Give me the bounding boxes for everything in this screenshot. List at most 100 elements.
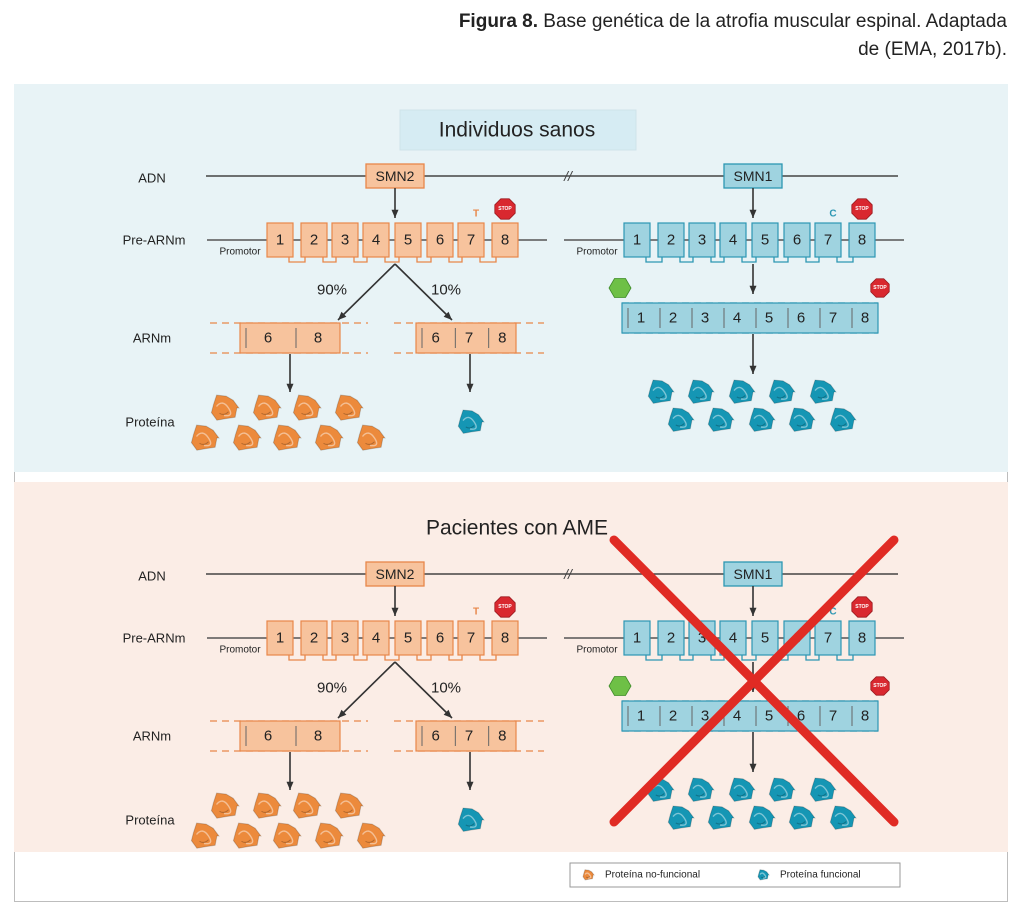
protein-functional xyxy=(707,805,735,830)
smn2-mrna-10-exon-label: 8 xyxy=(498,728,506,745)
protein-body xyxy=(457,409,485,434)
protein-fold xyxy=(736,793,746,797)
smn1-mrna-stop-icon-text: STOP xyxy=(873,285,887,291)
protein-body xyxy=(768,379,796,404)
smn1-pre-stop-icon-text: STOP xyxy=(855,604,869,610)
smn1-arrow-head xyxy=(749,607,757,616)
protein-fold xyxy=(241,839,251,843)
smn1-pre-exon-2 xyxy=(657,222,685,258)
panel-patients: Pacientes con AMEADNPre-ARNmARNmProteína… xyxy=(14,482,1008,852)
protein-body xyxy=(768,777,796,802)
protein-body xyxy=(356,822,386,849)
protein-nonfunctional xyxy=(334,792,364,819)
smn1-pre-exon-8 xyxy=(848,222,876,258)
translation-arrow-90-head xyxy=(286,781,294,790)
smn2-pre-stop-icon xyxy=(494,596,516,618)
protein-body xyxy=(829,805,857,830)
row-label-arnm: ARNm xyxy=(133,729,171,744)
protein-fold xyxy=(814,386,829,400)
protein-body xyxy=(687,777,715,802)
smn1-mrna-exon-label: 8 xyxy=(861,708,869,725)
smn1-pre-exon-1 xyxy=(623,620,651,656)
protein-fold xyxy=(465,823,475,827)
protein-fold xyxy=(796,423,806,427)
protein-fold xyxy=(261,411,271,415)
protein-fold xyxy=(655,395,665,399)
protein-body xyxy=(334,792,364,819)
protein-functional xyxy=(667,407,695,432)
protein-functional xyxy=(728,379,756,404)
protein-fold xyxy=(195,432,212,447)
row-label-proteina: Proteína xyxy=(125,415,175,430)
protein-functional xyxy=(707,407,735,432)
translation-arrow-smn1-head xyxy=(749,763,757,772)
smn2-mrna-90-strip xyxy=(239,322,341,354)
protein-nonfunctional xyxy=(190,424,220,451)
protein-fold xyxy=(323,839,333,843)
protein-functional xyxy=(728,777,756,802)
protein-fold xyxy=(343,809,353,813)
protein-body xyxy=(829,407,857,432)
protein-body xyxy=(292,394,322,421)
protein-fold xyxy=(837,423,847,427)
smn1-mrna-exon-label: 7 xyxy=(829,708,837,725)
smn1-pre-exon-label: 3 xyxy=(698,630,706,647)
protein-fold xyxy=(695,793,705,797)
protein-fold xyxy=(675,821,685,825)
smn1-pre-exon-label: 8 xyxy=(858,232,866,249)
protein-body xyxy=(356,424,386,451)
protein-functional xyxy=(788,805,816,830)
protein-nonfunctional xyxy=(334,394,364,421)
smn1-box xyxy=(723,561,783,587)
smn2-pre-exon-label: 6 xyxy=(436,232,444,249)
protein-functional xyxy=(748,407,776,432)
smn2-mrna-90-exon-label: 6 xyxy=(264,728,272,745)
smn1-pre-exon-1 xyxy=(623,222,651,258)
legend-functional-swatch xyxy=(757,869,770,881)
smn1-pre-stop-icon xyxy=(851,596,873,618)
protein-fold xyxy=(319,830,336,845)
smn2-mrna-10-exon-label: 7 xyxy=(465,330,473,347)
smn1-pre-exon-5 xyxy=(751,620,779,656)
protein-fold xyxy=(672,812,687,826)
smn2-pre-base-letter: T xyxy=(473,209,479,220)
protein-functional xyxy=(768,379,796,404)
protein-fold xyxy=(343,411,353,415)
protein-body xyxy=(190,822,220,849)
smn2-pre-exon-2 xyxy=(300,222,328,258)
smn1-pre-exon-label: 1 xyxy=(633,630,641,647)
protein-body xyxy=(457,807,485,832)
smn2-pre-exon-7 xyxy=(457,620,485,656)
smn1-mrna-exon-label: 7 xyxy=(829,310,837,327)
smn1-mrna-exon-label: 2 xyxy=(669,310,677,327)
protein-body xyxy=(707,407,735,432)
split-arrow-10-head xyxy=(443,709,452,718)
smn2-pre-exon-label: 1 xyxy=(276,232,284,249)
smn1-pre-exon-label: 7 xyxy=(824,232,832,249)
smn1-mrna-stop-icon xyxy=(870,278,890,298)
smn2-pre-exon-5 xyxy=(394,620,422,656)
smn1-pre-exon-7 xyxy=(814,222,842,258)
protein-fold xyxy=(257,402,274,417)
figure-caption-text: Base genética de la atrofia muscular esp… xyxy=(543,11,1007,60)
smn1-mrna-stop-icon xyxy=(870,676,890,696)
protein-body xyxy=(748,805,776,830)
protein-fold xyxy=(584,872,592,879)
protein-fold xyxy=(655,793,665,797)
smn1-arrow-head xyxy=(749,209,757,218)
smn2-pre-exon-label: 6 xyxy=(436,630,444,647)
smn1-mrna-exon-label: 6 xyxy=(797,708,805,725)
pct-90: 90% xyxy=(317,680,347,697)
smn1-pre-base-letter: C xyxy=(829,209,836,220)
protein-functional-smn2 xyxy=(457,409,485,434)
smn1-pre-exon-label: 8 xyxy=(858,630,866,647)
protein-fold xyxy=(756,821,766,825)
protein-functional xyxy=(687,777,715,802)
smn2-label: SMN2 xyxy=(376,168,415,184)
smn2-box xyxy=(365,163,425,189)
protein-fold xyxy=(760,876,766,879)
smn1-pre-exon-label: 2 xyxy=(667,630,675,647)
protein-fold xyxy=(773,784,788,798)
protein-fold xyxy=(776,395,786,399)
smn2-pre-exon-label: 3 xyxy=(341,630,349,647)
